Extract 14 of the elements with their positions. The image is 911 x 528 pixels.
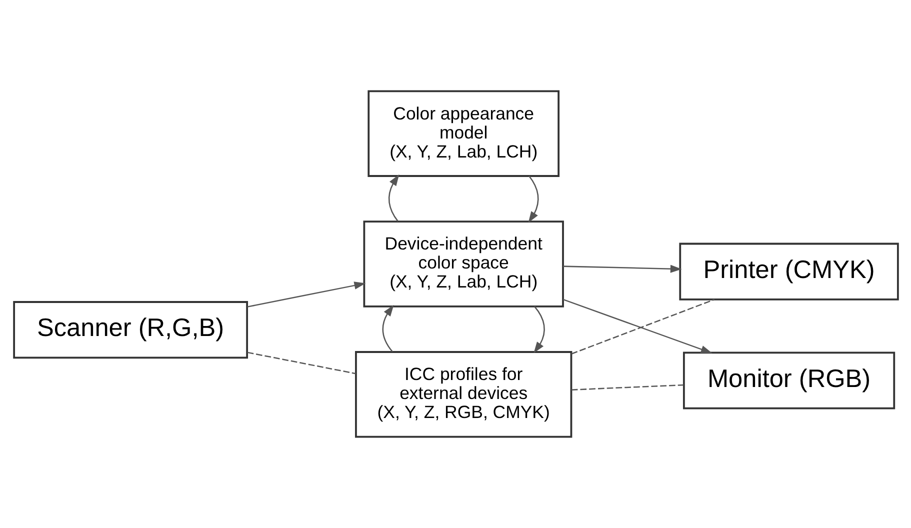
arrow <box>562 264 682 273</box>
arrow <box>528 176 538 223</box>
arrow <box>382 304 394 352</box>
node-box: Monitor (RGB) <box>682 352 895 410</box>
node-box: Device-independent color space (X, Y, Z, Lab, LCH) <box>362 220 564 308</box>
arrow <box>388 174 399 222</box>
arrow <box>533 306 544 354</box>
node-box: Printer (CMYK) <box>678 242 898 300</box>
node-box: Color appearance model (X, Y, Z, Lab, LCH) <box>367 90 560 177</box>
connector <box>570 384 683 390</box>
connector <box>246 352 356 374</box>
node-box: ICC profiles for external devices (X, Y, Z, RGB, CMYK) <box>354 351 572 438</box>
node-box: Scanner (R,G,B) <box>12 301 248 359</box>
arrow <box>246 282 366 308</box>
